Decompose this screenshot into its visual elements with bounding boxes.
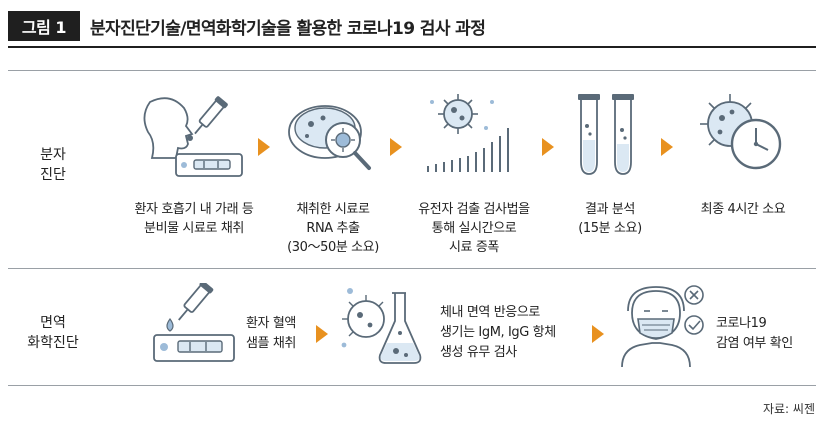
flask-cells-icon (336, 285, 432, 369)
figure-badge: 그림 1 (8, 11, 80, 41)
caption-line: 시료 증폭 (449, 240, 499, 255)
caption-line: 샘플 채취 (246, 336, 296, 351)
figure-title: 분자진단기술/면역화학기술을 활용한 코로나19 검사 과정 (90, 19, 486, 39)
flow-arrow (661, 138, 673, 156)
title-divider (8, 46, 816, 48)
caption-line: 통해 실시간으로 (431, 221, 517, 236)
row-label-immuno-line1: 면역 (40, 315, 66, 331)
step-caption: 채취한 시료로 RNA 추출 (30～50분 소요) (270, 200, 396, 257)
caption-line: 생성 유무 검사 (440, 345, 517, 360)
row-label-immuno: 면역 화학진단 (18, 313, 88, 353)
step-caption: 코로나19 감염 여부 확인 (716, 314, 793, 354)
step-caption: 환자 호흡기 내 가래 등 분비물 시료로 채취 (108, 200, 280, 238)
caption-line: RNA 추출 (306, 221, 360, 236)
petri-dish-icon (283, 92, 383, 180)
row-label-immuno-line2: 화학진단 (27, 335, 79, 351)
caption-line: 채취한 시료로 (296, 202, 370, 217)
flow-arrow (258, 138, 270, 156)
caption-line: (30～50분 소요) (287, 240, 379, 255)
flow-arrow (390, 138, 402, 156)
caption-line: 분비물 시료로 채취 (144, 221, 244, 236)
caption-line: 최종 4시간 소요 (700, 202, 786, 217)
patient-swab-icon (136, 92, 246, 180)
blood-sample-icon (148, 283, 238, 367)
step-caption: 유전자 검출 검사법을 통해 실시간으로 시료 증폭 (405, 200, 543, 257)
caption-line: 환자 호흡기 내 가래 등 (134, 202, 254, 217)
section-divider-bottom (8, 385, 816, 386)
caption-line: 환자 혈액 (246, 316, 296, 331)
test-tubes-icon (572, 92, 648, 178)
section-divider-middle (8, 268, 816, 269)
section-divider-top (8, 70, 816, 71)
flow-arrow (316, 325, 328, 343)
row-label-molecular-line2: 진단 (40, 167, 66, 183)
row-label-molecular: 분자 진단 (26, 145, 80, 185)
row-label-molecular-line1: 분자 (40, 147, 66, 163)
caption-line: 감염 여부 확인 (716, 336, 793, 351)
virus-clock-icon (698, 92, 788, 178)
caption-line: 체내 면역 반응으로 (440, 305, 540, 320)
step-caption: 최종 4시간 소요 (680, 200, 806, 219)
source-note: 자료: 씨젠 (762, 402, 815, 416)
step-caption: 환자 혈액 샘플 채취 (246, 314, 296, 354)
flow-arrow (592, 325, 604, 343)
step-caption: 체내 면역 반응으로 생기는 IgM, IgG 항체 생성 유무 검사 (440, 303, 556, 363)
caption-line: 코로나19 (716, 316, 767, 331)
caption-line: 결과 분석 (585, 202, 635, 217)
caption-line: 유전자 검출 검사법을 (418, 202, 530, 217)
caption-line: 생기는 IgM, IgG 항체 (440, 325, 556, 340)
virus-amplification-icon (422, 92, 522, 178)
masked-person-icon (614, 283, 714, 373)
flow-arrow (542, 138, 554, 156)
caption-line: (15분 소요) (578, 221, 642, 236)
step-caption: 결과 분석 (15분 소요) (560, 200, 660, 238)
